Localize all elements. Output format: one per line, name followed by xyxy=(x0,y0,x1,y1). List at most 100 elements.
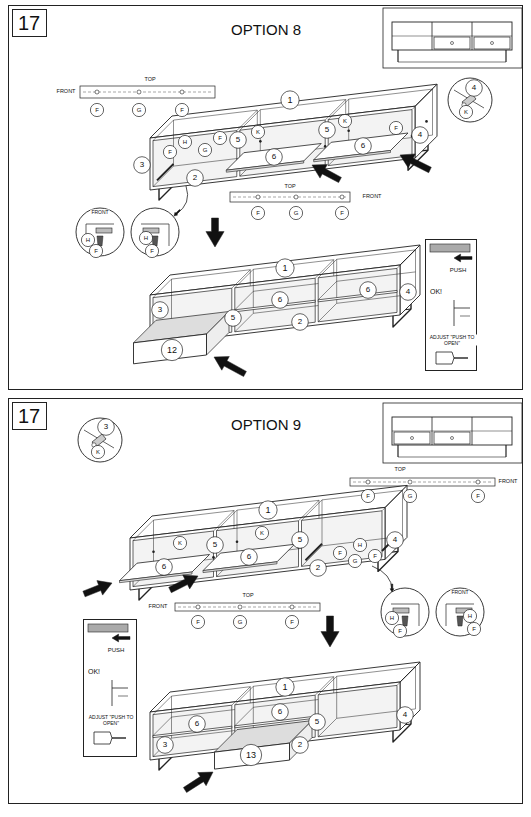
thumb-leg xyxy=(505,50,506,62)
panel-edge-strip xyxy=(80,86,215,98)
runner-bracket xyxy=(96,228,112,233)
leader-arrow xyxy=(372,566,392,590)
shelf-edge xyxy=(235,291,254,310)
inner-edge xyxy=(235,269,254,288)
callout-number: 5 xyxy=(324,126,330,134)
front-frame xyxy=(130,507,385,590)
detail-inset: PUSHOK!ADJUST "PUSH TO OPEN" xyxy=(83,619,137,757)
callout-number: F xyxy=(93,248,99,254)
hole-mark xyxy=(290,605,294,609)
shelf-edge xyxy=(226,161,303,172)
orientation-label: FRONT xyxy=(362,194,383,200)
callout-circle xyxy=(98,419,115,436)
thumb-leg xyxy=(398,62,506,63)
gap-line xyxy=(118,696,128,697)
drawer-runner xyxy=(306,544,323,561)
callout-number: K xyxy=(255,129,261,135)
callout-number: F xyxy=(471,626,477,632)
callout-circle xyxy=(191,615,204,628)
instruction-panel: OPTION 817PUSHOK!ADJUST "PUSH TO OPEN" xyxy=(8,5,523,390)
back-panel xyxy=(337,250,416,303)
orientation-label: TOP xyxy=(283,184,296,190)
inner-edge xyxy=(232,687,251,706)
inner-edge xyxy=(133,520,154,541)
callout-circle xyxy=(272,292,289,309)
inner-edge xyxy=(318,259,337,278)
hole-mark xyxy=(238,605,242,609)
callout-number: 3 xyxy=(162,741,168,749)
callout-circle xyxy=(333,546,346,559)
compartment xyxy=(318,268,397,321)
callout-circle xyxy=(389,121,402,134)
thumb-knob xyxy=(411,437,414,440)
callout-number: F xyxy=(475,493,481,499)
panel-edge-strip xyxy=(175,603,320,611)
callout-circle xyxy=(213,131,226,144)
callout-circle xyxy=(81,233,94,246)
centre-line xyxy=(353,482,492,483)
callout-number: 6 xyxy=(277,708,283,716)
push-arrow xyxy=(169,575,198,593)
step-arrow xyxy=(321,616,339,647)
callout-circle xyxy=(198,143,211,156)
hole-mark xyxy=(408,480,412,484)
callout-number: 3 xyxy=(103,423,109,431)
callout-number: 6 xyxy=(161,563,167,571)
hole-mark xyxy=(137,90,141,94)
callout-number: K xyxy=(177,540,183,546)
drawer-front-icon xyxy=(88,624,128,632)
thumb-shelf xyxy=(392,431,512,432)
inner-edge xyxy=(153,166,174,187)
push-arrow xyxy=(312,164,341,182)
thumb-leg xyxy=(397,445,398,457)
callout-circle xyxy=(335,206,348,219)
callout-circle xyxy=(152,302,169,319)
callout-circle xyxy=(230,132,247,149)
leader-arrow xyxy=(176,186,188,214)
callout-number: 12 xyxy=(166,346,178,355)
leader-head xyxy=(174,210,181,217)
callout-circle xyxy=(91,445,104,458)
callout-number: F xyxy=(339,210,345,216)
callout-circle xyxy=(241,549,258,566)
callout-number: F xyxy=(217,135,223,141)
step-number: 17 xyxy=(17,12,41,34)
inset-note: OK! xyxy=(87,668,101,676)
callout-number: 5 xyxy=(212,541,218,549)
thumb-knob xyxy=(491,42,494,45)
callout-number: F xyxy=(397,628,403,634)
drawer-side xyxy=(290,721,313,761)
callout-number: 5 xyxy=(297,536,303,544)
shelf-edge xyxy=(235,707,254,726)
callout-circle xyxy=(173,536,186,549)
callout-number: 3 xyxy=(139,161,145,169)
thumb-knob xyxy=(451,42,454,45)
gap-line xyxy=(454,308,470,309)
callout-number: 4 xyxy=(405,288,411,296)
orientation-label: TOP xyxy=(143,77,156,83)
callout-circle xyxy=(145,244,158,257)
callout-number: 2 xyxy=(297,741,303,749)
callout-number: F xyxy=(372,553,378,559)
inner-edge xyxy=(214,511,235,532)
shelf-edge xyxy=(314,151,391,162)
hole-mark xyxy=(340,195,344,199)
screw xyxy=(457,616,463,626)
callout-circle xyxy=(309,714,326,731)
inset-note: ADJUST "PUSH TO OPEN" xyxy=(427,335,477,346)
thumb-drawer xyxy=(474,37,510,49)
orientation-label: FRONT xyxy=(56,89,77,95)
thumb-cabinet xyxy=(392,417,512,445)
callout-circle xyxy=(400,284,417,301)
panel-edge xyxy=(169,224,170,246)
thumb-drawer xyxy=(434,37,470,49)
callout-number: F xyxy=(393,125,399,131)
detail-circle xyxy=(448,78,492,122)
callout-circle xyxy=(156,559,173,576)
callout-number: 4 xyxy=(392,536,398,544)
orientation-label: FRONT xyxy=(450,590,469,595)
compartment xyxy=(153,131,237,187)
hole-mark xyxy=(180,90,184,94)
